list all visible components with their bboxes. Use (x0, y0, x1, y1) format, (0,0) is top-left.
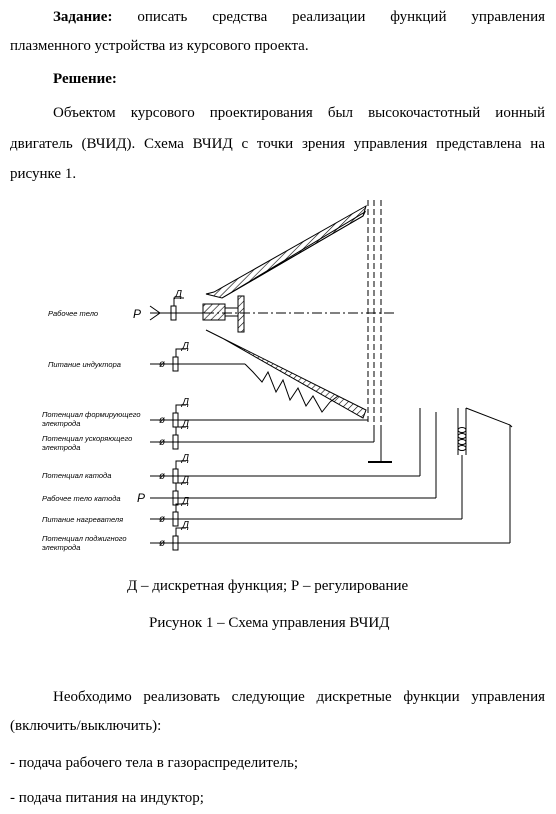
sym-phi-accel: ø (159, 437, 165, 448)
heater-coil-4 (457, 445, 467, 451)
list-item-1: - подача рабочего тела в газораспределит… (10, 755, 299, 771)
inductor-coil (244, 363, 331, 413)
sym-d-accel: Д (181, 419, 189, 430)
task-line-1: Задание: описать средства реализации фун… (53, 8, 545, 27)
task-line-2: плазменного устройства из курсового прое… (10, 38, 309, 54)
label-ignition-1: Потенциал поджигного (42, 534, 127, 543)
para1-line-1: Объектом курсового проектирования был вы… (53, 105, 545, 121)
sym-d-forming: Д (181, 397, 189, 408)
distributor-flange (237, 295, 245, 333)
figure-legend: Д – дискретная функция; Р – регулировани… (127, 578, 409, 594)
sym-d-heater: Д (181, 496, 189, 507)
sym-phi-heater: ø (159, 514, 165, 525)
heater-coil-2 (457, 433, 467, 439)
list-item-2: - подача питания на индуктор; (10, 790, 204, 806)
sym-p-cathode: Р (137, 491, 145, 505)
sym-d-cathode-wb: Д (181, 475, 189, 486)
sym-d-cathode: Д (181, 453, 189, 464)
task-text: описать средства реализации функций упра… (137, 9, 545, 25)
sym-phi-forming: ø (159, 415, 165, 426)
sym-phi-ignition: ø (159, 538, 165, 549)
label-inductor-power: Питание индуктора (48, 360, 121, 369)
sym-d-working: Д (174, 289, 182, 300)
label-accel-2: электрода (42, 443, 80, 452)
label-ignition-2: электрода (42, 543, 80, 552)
heater-coil-1 (457, 427, 467, 433)
chamber-lower-wall (205, 329, 367, 419)
sym-p-working: Р (133, 307, 141, 321)
label-accel-1: Потенциал ускоряющего (42, 434, 132, 443)
gas-distributor (202, 303, 226, 321)
para1-line-3: рисунке 1. (10, 166, 77, 182)
label-cathode-potential: Потенциал катода (42, 471, 111, 480)
sym-phi-cathode: ø (159, 471, 165, 482)
label-working-body: Рабочее тело (48, 309, 98, 318)
heater-coil-3 (457, 439, 467, 445)
sym-d-inductor: Д (181, 341, 189, 352)
label-forming-2: электрода (42, 419, 80, 428)
para2-line-1: Необходимо реализовать следующие дискрет… (53, 689, 545, 705)
sym-d-ignition: Д (181, 520, 189, 531)
ignition-electrode (465, 407, 511, 426)
figure-caption: Рисунок 1 – Схема управления ВЧИД (149, 615, 390, 631)
chamber-inner-upper (221, 210, 367, 299)
label-heater-power: Питание нагревателя (42, 515, 123, 524)
label-cathode-working-body: Рабочее тело катода (42, 494, 121, 503)
solution-heading: Решение: (53, 71, 117, 87)
para2-line-2: (включить/выключить): (10, 718, 162, 734)
label-forming-1: Потенциал формирующего (42, 410, 141, 419)
sym-phi-inductor: ø (159, 359, 165, 370)
task-label: Задание: (53, 9, 113, 25)
para1-line-2: двигатель (ВЧИД). Схема ВЧИД с точки зре… (10, 136, 545, 152)
chamber-upper-wall (205, 204, 367, 299)
